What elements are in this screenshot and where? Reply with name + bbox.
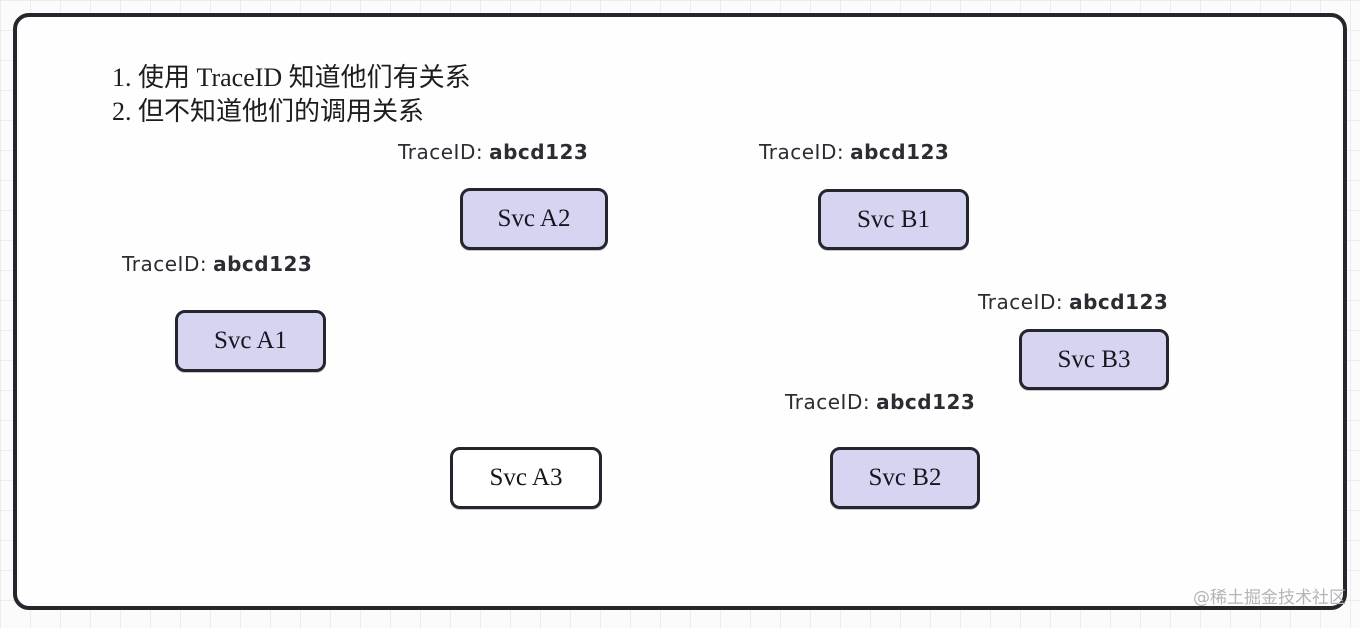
trace-id-value: abcd123: [850, 140, 950, 164]
diagram-frame: 1. 使用 TraceID 知道他们有关系 2. 但不知道他们的调用关系 Tra…: [13, 13, 1347, 610]
notes-block: 1. 使用 TraceID 知道他们有关系 2. 但不知道他们的调用关系: [112, 61, 471, 129]
note-line-1: 1. 使用 TraceID 知道他们有关系: [112, 63, 471, 92]
trace-id-label-svc-b3: TraceID:abcd123: [978, 289, 1168, 315]
service-node-svc-b3: Svc B3: [1019, 329, 1169, 390]
service-node-label: Svc A3: [489, 464, 563, 491]
trace-id-label-svc-b1: TraceID:abcd123: [759, 139, 949, 165]
trace-id-label-svc-b2: TraceID:abcd123: [785, 389, 975, 415]
trace-id-prefix: TraceID:: [978, 290, 1064, 314]
watermark: @稀土掘金技术社区: [1193, 588, 1346, 608]
service-node-svc-b1: Svc B1: [818, 189, 969, 250]
service-node-label: Svc A2: [497, 205, 571, 232]
service-node-svc-a1: Svc A1: [175, 310, 326, 372]
trace-id-label-svc-a2: TraceID:abcd123: [398, 139, 588, 165]
trace-id-value: abcd123: [213, 252, 313, 276]
service-node-svc-a3: Svc A3: [450, 447, 602, 509]
service-node-svc-b2: Svc B2: [830, 447, 980, 509]
trace-id-prefix: TraceID:: [759, 140, 845, 164]
trace-id-label-svc-a1: TraceID:abcd123: [122, 251, 312, 277]
service-node-svc-a2: Svc A2: [460, 188, 608, 250]
note-line-2: 2. 但不知道他们的调用关系: [112, 97, 425, 126]
trace-id-value: abcd123: [876, 390, 976, 414]
trace-id-prefix: TraceID:: [785, 390, 871, 414]
service-node-label: Svc B3: [1057, 345, 1131, 373]
trace-id-value: abcd123: [1069, 290, 1169, 314]
trace-id-prefix: TraceID:: [122, 252, 208, 276]
trace-id-prefix: TraceID:: [398, 140, 484, 164]
service-node-label: Svc A1: [214, 327, 287, 354]
service-node-label: Svc B2: [868, 464, 942, 491]
trace-id-value: abcd123: [489, 140, 589, 164]
service-node-label: Svc B1: [857, 205, 930, 233]
